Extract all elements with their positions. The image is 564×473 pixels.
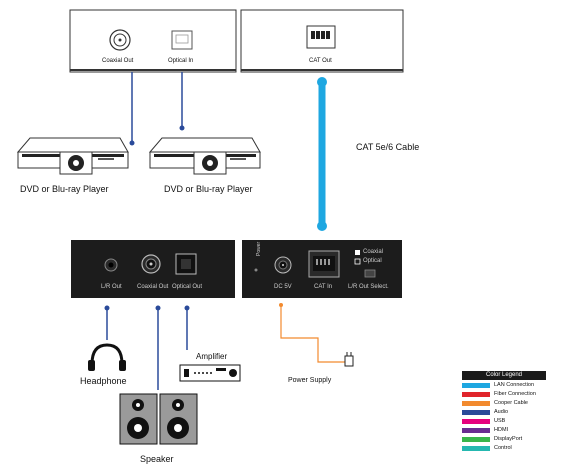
dvd-player-2 xyxy=(148,137,261,175)
legend-swatch xyxy=(462,382,490,388)
dc-power-jack xyxy=(274,256,292,274)
transmitter-back-panel xyxy=(69,9,237,73)
mode-switch-indicators xyxy=(354,250,376,278)
legend-label: USB xyxy=(494,418,506,424)
cat-cable xyxy=(317,77,327,231)
cat-in-label: CAT In xyxy=(314,284,333,290)
audio-cable-coaxial xyxy=(129,72,135,146)
coaxial-out-port xyxy=(109,29,131,51)
lr-out-label: L/R Out xyxy=(101,284,122,290)
legend-title: Color Legend xyxy=(462,371,546,380)
cat-out-label: CAT Out xyxy=(309,58,332,64)
legend-item: Audio xyxy=(462,408,546,416)
legend-label: Fiber Connection xyxy=(494,391,536,397)
legend-item: DisplayPort xyxy=(462,435,546,443)
legend-swatch xyxy=(462,391,490,397)
legend-label: Control xyxy=(494,445,512,451)
coaxial-out-label: Coaxial Out xyxy=(102,58,134,64)
legend-item: LAN Connection xyxy=(462,381,546,389)
legend-swatch xyxy=(462,427,490,433)
amplifier-label: Amplifier xyxy=(196,352,228,361)
legend-label: Audio xyxy=(494,409,509,415)
legend-item: Cooper Cable xyxy=(462,399,546,407)
legend-swatch xyxy=(462,436,490,442)
power-cable xyxy=(279,303,345,363)
headphone-label: Headphone xyxy=(80,376,127,386)
coaxial-out-jack xyxy=(141,254,161,274)
legend-item: Fiber Connection xyxy=(462,390,546,398)
cat-in-port xyxy=(308,250,340,278)
audio-cable-headphone xyxy=(104,305,110,340)
coaxial-mode-label: Coaxial xyxy=(363,249,384,255)
legend-swatch xyxy=(462,418,490,424)
legend-swatch xyxy=(462,409,490,415)
optical-mode-label: Optical xyxy=(363,258,382,264)
optical-out-jack xyxy=(175,253,197,275)
lr-out-select-label: L/R Out Select. xyxy=(348,284,389,290)
audio-cable-speaker xyxy=(155,305,161,390)
cat-out-port xyxy=(306,25,336,49)
amplifier-icon xyxy=(179,364,241,382)
dvd-player-1 xyxy=(16,137,129,175)
power-led xyxy=(254,268,258,272)
dvd-player-1-label: DVD or Blu-ray Player xyxy=(20,184,109,194)
optical-out-label: Optical Out xyxy=(172,284,203,290)
legend-label: Cooper Cable xyxy=(494,400,528,406)
power-supply-plug xyxy=(344,352,354,367)
audio-cable-optical xyxy=(179,72,185,131)
legend-item: Control xyxy=(462,444,546,452)
speaker-label: Speaker xyxy=(140,454,174,464)
legend-swatch xyxy=(462,400,490,406)
power-supply-label: Power Supply xyxy=(288,377,332,384)
dc-5v-label: DC 5V xyxy=(274,284,292,290)
cat-cable-label: CAT 5e/6 Cable xyxy=(356,142,420,152)
legend-item: HDMI xyxy=(462,426,546,434)
optical-in-port xyxy=(171,30,193,50)
coaxial-out-rx-label: Coaxial Out xyxy=(137,284,169,290)
power-label: Power xyxy=(256,241,262,256)
legend-label: HDMI xyxy=(494,427,509,433)
dvd-player-2-label: DVD or Blu-ray Player xyxy=(164,184,253,194)
legend-label: LAN Connection xyxy=(494,382,535,388)
lr-out-jack xyxy=(104,258,118,272)
optical-in-label: Optical In xyxy=(168,58,194,64)
legend-label: DisplayPort xyxy=(494,436,523,442)
audio-cable-amplifier xyxy=(184,305,190,350)
speaker-icon xyxy=(119,393,198,445)
headphone-icon xyxy=(88,343,126,371)
legend-item: USB xyxy=(462,417,546,425)
legend-swatch xyxy=(462,445,490,451)
